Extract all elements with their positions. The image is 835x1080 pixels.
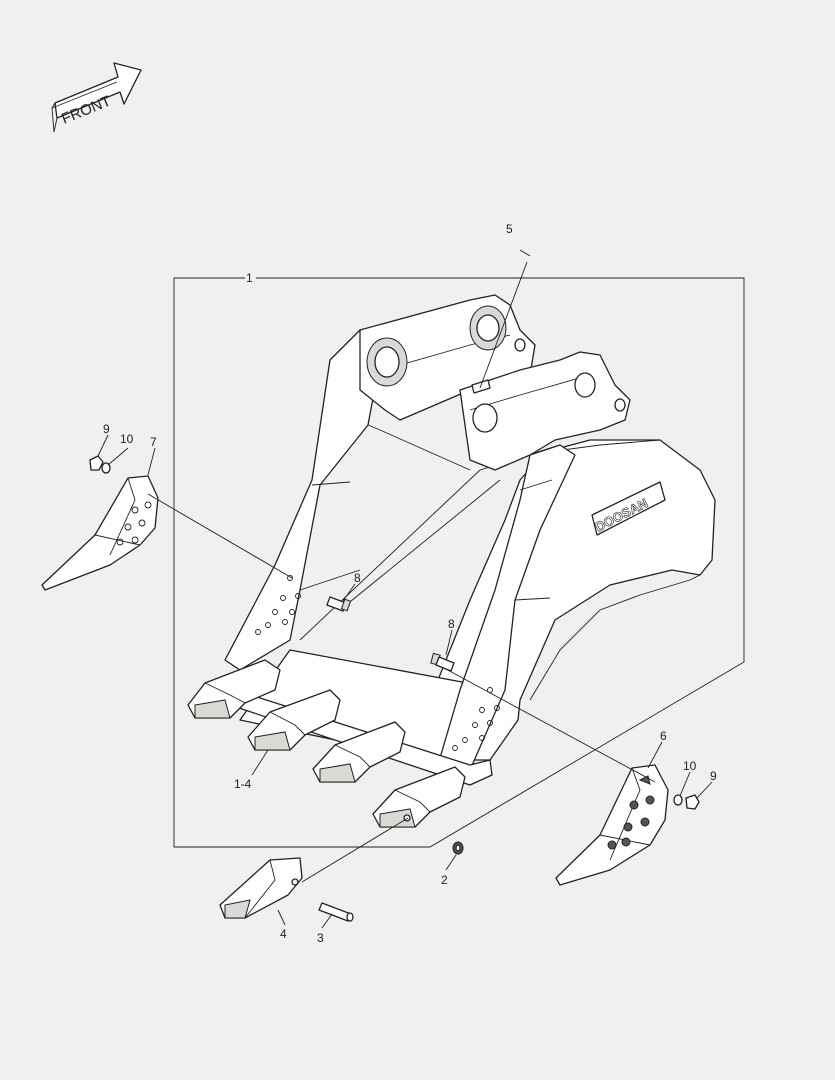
side-cutter-right (555, 764, 669, 886)
tooth-adapters (187, 659, 466, 828)
callout-10-left: 10 (120, 432, 134, 446)
callout-3: 3 (317, 931, 324, 945)
bolt-right (430, 652, 455, 672)
lock-ring (452, 841, 464, 855)
left-side-holes (255, 575, 301, 635)
bucket-tooth (219, 857, 303, 919)
adapter-3 (312, 721, 406, 783)
callout-1: 1 (246, 271, 253, 285)
callout-10-right: 10 (683, 759, 697, 773)
callout-6: 6 (660, 729, 667, 743)
callouts: 1 5 9 10 7 8 8 6 10 9 1-4 2 4 3 (103, 222, 717, 945)
callout-4: 4 (280, 927, 287, 941)
washer-right (673, 794, 683, 806)
callout-8-right: 8 (448, 617, 455, 631)
nut-right (685, 794, 700, 810)
front-arrow-icon: FRONT (51, 62, 142, 133)
side-cutter-left (41, 475, 159, 591)
callout-9-left: 9 (103, 422, 110, 436)
callout-7: 7 (150, 435, 157, 449)
bucket-body: DOOSAN (224, 294, 716, 786)
adapter-4 (372, 766, 466, 828)
adapter-2 (247, 689, 341, 751)
callout-5: 5 (506, 222, 513, 236)
callout-1-4: 1-4 (234, 777, 252, 791)
tooth-pin (318, 902, 354, 922)
adapter-1 (187, 659, 281, 719)
pin-hole-right-front (472, 403, 498, 433)
bolt-left (326, 596, 352, 612)
washer-left (101, 462, 111, 474)
callout-2: 2 (441, 873, 448, 887)
leader-lines (97, 249, 713, 929)
callout-9-right: 9 (710, 769, 717, 783)
pin-hole-right-rear (574, 372, 596, 398)
assembly-frame (173, 277, 745, 848)
nut-left (89, 455, 104, 471)
callout-8-left: 8 (354, 571, 361, 585)
